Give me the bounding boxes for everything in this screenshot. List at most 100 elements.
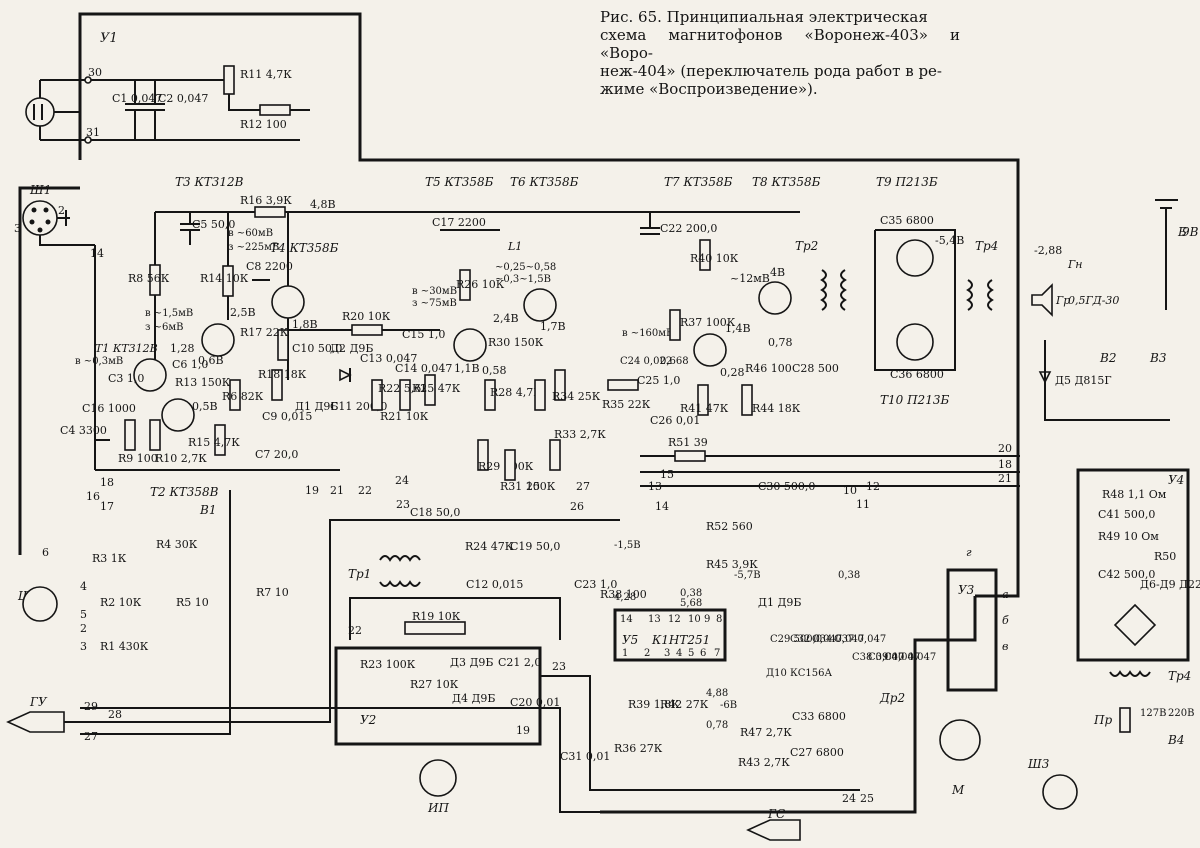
svg-text:R8 56К: R8 56К — [128, 272, 170, 285]
svg-text:5: 5 — [80, 608, 87, 621]
svg-text:R34 25К: R34 25К — [552, 390, 601, 403]
svg-text:C10 50,0: C10 50,0 — [292, 342, 342, 355]
svg-text:Ш3: Ш3 — [1027, 757, 1050, 771]
svg-text:C37 0,047: C37 0,047 — [834, 634, 886, 645]
svg-text:R23 100К: R23 100К — [360, 658, 416, 671]
svg-text:3: 3 — [80, 640, 87, 653]
svg-text:4,28: 4,28 — [614, 592, 636, 603]
svg-text:R44 18К: R44 18К — [752, 402, 801, 415]
svg-text:9В: 9В — [1182, 225, 1199, 239]
svg-text:R16 3,9К: R16 3,9К — [240, 194, 292, 207]
svg-text:23: 23 — [396, 498, 410, 511]
svg-text:127В: 127В — [1140, 708, 1166, 719]
svg-text:R20 10К: R20 10К — [342, 310, 391, 323]
svg-text:R52 560: R52 560 — [706, 520, 753, 533]
svg-text:ГС: ГС — [767, 807, 785, 821]
svg-text:C8 2200: C8 2200 — [246, 260, 293, 273]
svg-text:22: 22 — [358, 484, 372, 497]
svg-text:R2 10К: R2 10К — [100, 596, 142, 609]
svg-text:-1,5В: -1,5В — [614, 540, 641, 551]
t4-transistor-icon — [271, 285, 305, 319]
svg-text:У3: У3 — [958, 583, 975, 597]
svg-text:R31 100К: R31 100К — [500, 480, 556, 493]
svg-text:Б: Б — [1177, 225, 1187, 239]
svg-text:R15 4,7К: R15 4,7К — [188, 436, 240, 449]
svg-text:23: 23 — [552, 660, 566, 673]
svg-text:27: 27 — [576, 480, 590, 493]
t7-transistor-icon — [693, 333, 727, 367]
svg-text:1,1В: 1,1В — [454, 362, 480, 375]
svg-text:C39 0,047: C39 0,047 — [868, 652, 920, 663]
svg-text:0,5ГД-30: 0,5ГД-30 — [1068, 294, 1119, 307]
c2-label: C2 0,047 — [158, 92, 208, 105]
t5-transistor-icon — [453, 328, 487, 362]
svg-text:C41 500,0: C41 500,0 — [1098, 508, 1155, 521]
svg-text:24: 24 — [842, 792, 856, 805]
svg-text:C4 3300: C4 3300 — [60, 424, 107, 437]
svg-text:13: 13 — [648, 480, 662, 493]
t3-transistor-icon — [201, 323, 235, 357]
svg-text:9: 9 — [704, 614, 710, 625]
svg-text:6: 6 — [700, 648, 706, 659]
svg-text:14: 14 — [90, 247, 104, 260]
svg-text:~0,3~1,5В: ~0,3~1,5В — [495, 274, 551, 285]
svg-text:R51 39: R51 39 — [668, 436, 708, 449]
svg-text:15: 15 — [660, 468, 674, 481]
svg-text:C32 0,047: C32 0,047 — [790, 634, 842, 645]
svg-text:21: 21 — [330, 484, 344, 497]
svg-text:C19 50,0: C19 50,0 — [510, 540, 560, 553]
svg-text:C15 1,0: C15 1,0 — [402, 328, 445, 341]
c1-label: C1 0,047 — [112, 92, 162, 105]
svg-text:R35 22К: R35 22К — [602, 398, 651, 411]
svg-text:Д1 Д9Б: Д1 Д9Б — [758, 596, 801, 609]
svg-text:ГУ: ГУ — [29, 695, 48, 709]
svg-text:12: 12 — [668, 614, 681, 625]
svg-text:10: 10 — [843, 484, 857, 497]
svg-text:В4: В4 — [1167, 733, 1184, 747]
gu-playback-head-icon — [6, 711, 65, 733]
svg-text:0,38: 0,38 — [838, 570, 860, 581]
svg-text:26: 26 — [570, 500, 584, 513]
svg-text:R1 430К: R1 430К — [100, 640, 149, 653]
svg-text:C35 6800: C35 6800 — [880, 214, 934, 227]
svg-text:18: 18 — [100, 476, 114, 489]
svg-text:г: г — [966, 546, 972, 559]
block-u3-motor-control — [946, 568, 998, 692]
svg-text:21: 21 — [998, 472, 1012, 485]
svg-text:19: 19 — [516, 724, 530, 737]
svg-text:17: 17 — [100, 500, 114, 513]
svg-text:R37 100К: R37 100К — [680, 316, 736, 329]
svg-text:25: 25 — [526, 480, 540, 493]
svg-text:Д3 Д9Б: Д3 Д9Б — [450, 656, 493, 669]
svg-text:220В: 220В — [1168, 708, 1194, 719]
svg-text:0,6В: 0,6В — [198, 354, 224, 367]
svg-text:Тр4: Тр4 — [975, 239, 998, 253]
svg-text:25: 25 — [860, 792, 874, 805]
svg-text:1,4В: 1,4В — [725, 322, 751, 335]
svg-text:М: М — [951, 783, 965, 797]
svg-text:14: 14 — [655, 500, 669, 513]
svg-text:8: 8 — [716, 614, 722, 625]
svg-text:3: 3 — [664, 648, 670, 659]
motor-icon — [939, 719, 981, 761]
svg-text:0,38: 0,38 — [680, 588, 702, 599]
svg-text:в ~1,5мВ: в ~1,5мВ — [145, 308, 193, 319]
svg-text:в ~30мВ: в ~30мВ — [412, 286, 457, 297]
tr1-transformer-icon — [379, 555, 421, 562]
svg-text:R13 150К: R13 150К — [175, 376, 231, 389]
svg-text:0,78: 0,78 — [768, 336, 793, 349]
svg-text:7: 7 — [714, 648, 720, 659]
svg-text:~12мВ: ~12мВ — [730, 272, 770, 285]
svg-text:R30 150К: R30 150К — [488, 336, 544, 349]
svg-text:12: 12 — [866, 480, 880, 493]
svg-text:Д2 Д9Б: Д2 Д9Б — [330, 342, 373, 355]
svg-text:4: 4 — [676, 648, 682, 659]
svg-text:10: 10 — [688, 614, 701, 625]
svg-text:R25 47К: R25 47К — [412, 382, 461, 395]
svg-text:-2,88: -2,88 — [1034, 244, 1062, 257]
svg-text:19: 19 — [305, 484, 319, 497]
t2-transistor-icon — [161, 398, 195, 432]
svg-text:Т1 КТ312В: Т1 КТ312В — [95, 342, 158, 355]
svg-text:R22 5,6К: R22 5,6К — [378, 382, 430, 395]
